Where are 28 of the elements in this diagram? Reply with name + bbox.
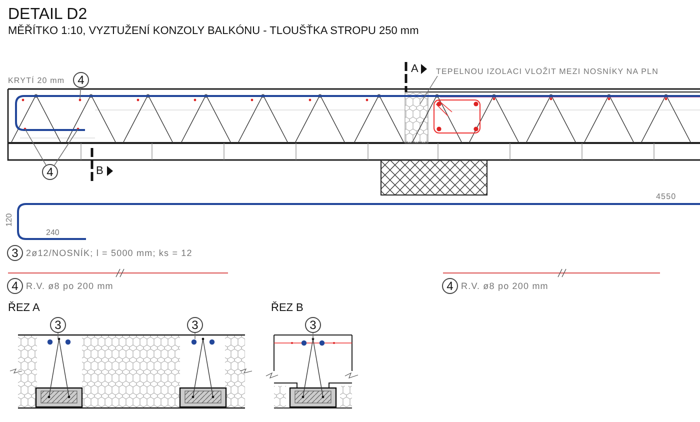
section-letter: A xyxy=(411,64,418,75)
dimension-text: 240 xyxy=(46,229,60,237)
dimension-text: 4550 xyxy=(656,193,676,201)
callout-number: 4 xyxy=(42,164,58,180)
subtitle: MĚŘÍTKO 1:10, VYZTUŽENÍ KONZOLY BALKÓNU - TLOUŠŤKA STROPU 250 mm xyxy=(8,26,419,37)
callout-number: 3 xyxy=(187,317,203,333)
leader-line xyxy=(420,76,438,104)
callout-number: 3 xyxy=(305,317,321,333)
rebar-spec: R.V. ø8 po 200 mm xyxy=(26,282,114,291)
rebar-spec: 2ø12/NOSNÍK; l = 5000 mm; ks = 12 xyxy=(26,249,192,258)
leader-line xyxy=(312,332,314,340)
note-text: TEPELNOU IZOLACI VLOŽIT MEZI NOSNÍKY NA PLN xyxy=(436,68,658,76)
leader-line xyxy=(194,332,196,340)
leader-line xyxy=(80,88,81,100)
title: DETAIL D2 xyxy=(8,7,88,23)
callout-number: 4 xyxy=(7,278,23,294)
rebar-spec: R.V. ø8 po 200 mm xyxy=(461,282,548,291)
section-heading: ŘEZ A xyxy=(8,303,40,314)
cover-note: KRYTÍ 20 mm xyxy=(8,77,65,85)
callout-number: 3 xyxy=(50,317,66,333)
callout-number: 4 xyxy=(442,278,458,294)
dimension-text: 120 xyxy=(6,213,14,227)
leader-line xyxy=(24,128,46,166)
section-heading: ŘEZ B xyxy=(271,303,304,314)
callout-number: 3 xyxy=(7,245,23,261)
section-letter: B xyxy=(96,166,104,177)
callout-number: 4 xyxy=(73,72,89,88)
leader-line xyxy=(54,128,78,166)
